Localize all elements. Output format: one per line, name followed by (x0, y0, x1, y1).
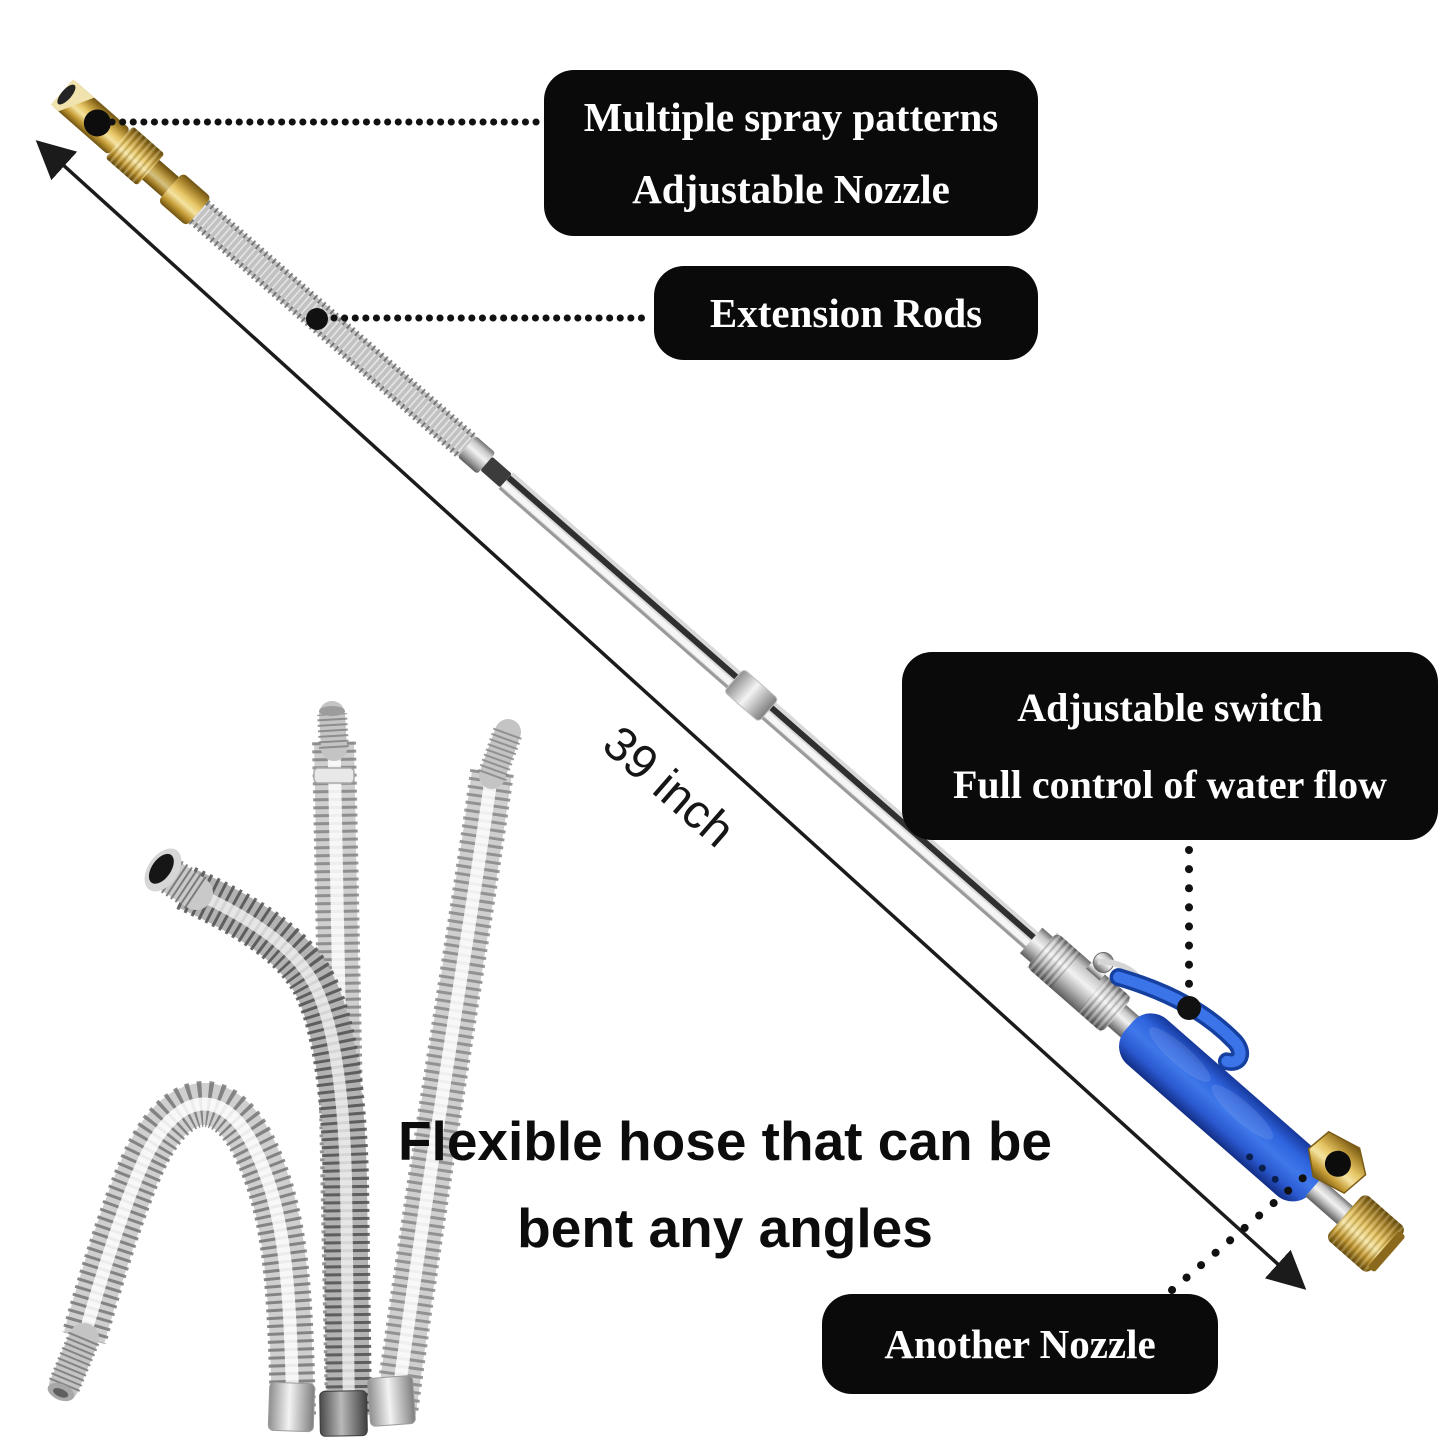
caption-line: Flexible hose that can be (397, 1110, 1053, 1172)
leader-lines (108, 118, 1314, 1294)
caption-line: bent any angles (517, 1197, 933, 1259)
measurement-arrow (35, 140, 1307, 1290)
callout-adjustable-nozzle: Multiple spray patterns Adjustable Nozzl… (544, 70, 1038, 236)
callout-line: Adjustable switch (1017, 685, 1323, 730)
callout-adjustable-switch: Adjustable switch Full control of water … (902, 652, 1438, 840)
flexible-spring (188, 200, 478, 459)
rod-sleeve (481, 457, 512, 487)
hose-collars (267, 1375, 416, 1437)
callout-line: Extension Rods (709, 290, 983, 336)
flexible-hose-diagonal (374, 719, 523, 1415)
spring-ferrule (458, 437, 495, 473)
rod-joint-collar (725, 670, 778, 721)
flexible-hoses (47, 701, 523, 1437)
ball-valve (1019, 927, 1143, 1041)
brass-nozzle (50, 79, 210, 225)
callout-line: Full control of water flow (952, 762, 1387, 807)
callout-line: Adjustable Nozzle (632, 166, 950, 212)
hose-connector (1327, 1195, 1405, 1272)
callout-another-nozzle: Another Nozzle (822, 1294, 1218, 1394)
valve-lever (1097, 958, 1250, 1071)
callout-line: Multiple spray patterns (583, 94, 999, 140)
side-nozzle (1307, 1130, 1367, 1195)
anchor-extension (306, 308, 328, 330)
flexible-hose-bent (47, 1081, 316, 1416)
anchor-switch (1177, 996, 1201, 1020)
flexible-hose-caption: Flexible hose that can be bent any angle… (358, 1098, 1092, 1272)
rear-shaft (1305, 1178, 1355, 1226)
leader-another-nozzle (1168, 1168, 1314, 1294)
grip-handle (1119, 1013, 1325, 1202)
length-label: 39 inch (593, 716, 745, 858)
callout-extension-rods: Extension Rods (654, 266, 1038, 360)
callout-line: Another Nozzle (884, 1321, 1156, 1367)
